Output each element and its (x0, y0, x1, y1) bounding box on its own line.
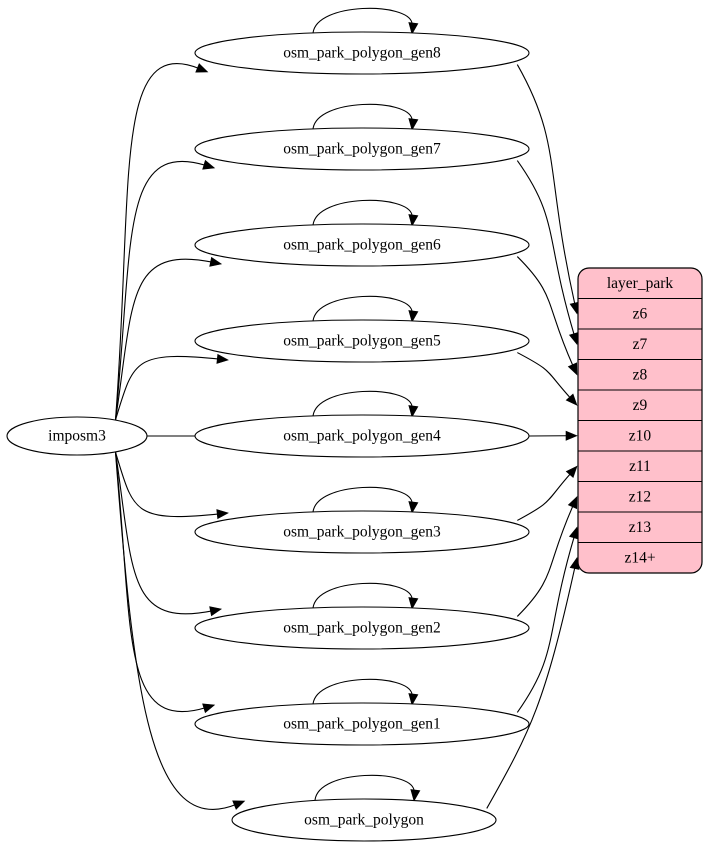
edge-imposm3-to-node (114, 451, 220, 517)
edge-imposm3-to-node (114, 356, 220, 421)
node-label: osm_park_polygon (304, 812, 424, 829)
edge-arrowhead (216, 509, 229, 520)
self-loop-edge (314, 774, 415, 801)
self-loop-edge (312, 295, 413, 322)
node-shape (194, 127, 530, 171)
node-shape (231, 798, 497, 842)
node-shape (194, 319, 530, 363)
node-label: osm_park_polygon_gen8 (283, 45, 441, 62)
layer-park-table: layer_park z6 z7 z8 z9 z10 z11 z12 z13 z14+ (578, 268, 702, 573)
node-label: osm_park_polygon_gen3 (283, 524, 441, 541)
edge-arrowhead (209, 256, 223, 267)
table-layer: layer_park z6 z7 z8 z9 z10 z11 z12 z13 z14+ (577, 267, 703, 574)
edge-arrowhead (216, 353, 229, 364)
table-row-label: z13 (629, 519, 652, 536)
node-osm-park-polygon-gen7[interactable]: osm_park_polygon_gen7 (194, 127, 530, 171)
self-loop-edge (312, 582, 413, 609)
node-label: osm_park_polygon_gen5 (283, 333, 441, 350)
node-shape (194, 702, 530, 746)
edge-arrowhead (202, 159, 216, 170)
node-shape (194, 31, 530, 75)
node-layer: imposm3 osm_park_polygon_gen8 osm_park_pol… (6, 31, 530, 842)
node-label: osm_park_polygon_gen4 (283, 428, 441, 445)
node-label: osm_park_polygon_gen2 (283, 620, 441, 637)
node-shape (194, 223, 530, 267)
node-osm-park-polygon-gen2[interactable]: osm_park_polygon_gen2 (194, 606, 530, 650)
node-shape (194, 510, 530, 554)
node-label: osm_park_polygon_gen7 (283, 141, 441, 158)
edge-imposm3-to-node (114, 452, 213, 615)
edge-node-to-layer-row (516, 505, 574, 617)
node-label: imposm3 (48, 428, 106, 445)
self-loop-arrowhead (410, 789, 421, 802)
edge-arrowhead (568, 331, 579, 345)
self-loop-edge (312, 7, 413, 34)
self-loop-edge (312, 390, 413, 417)
table-row-label: z10 (629, 427, 652, 444)
table-row-z7[interactable] (578, 328, 702, 360)
node-label: osm_park_polygon_gen6 (283, 237, 441, 254)
edge-node-to-layer-row (517, 352, 571, 399)
self-loop-arrowhead (408, 501, 419, 514)
table-row-z13[interactable] (578, 511, 702, 543)
self-loop-arrowhead (408, 310, 419, 323)
node-osm-park-polygon[interactable]: osm_park_polygon (231, 798, 497, 842)
node-shape (194, 414, 530, 458)
node-osm-park-polygon-gen3[interactable]: osm_park_polygon_gen3 (194, 510, 530, 554)
edge-node-to-layer-row (516, 536, 575, 713)
node-label: osm_park_polygon_gen1 (283, 716, 441, 733)
node-osm-park-polygon-gen5[interactable]: osm_park_polygon_gen5 (194, 319, 530, 363)
edge-imposm3-to-node (114, 258, 213, 420)
edge-arrowhead (568, 526, 579, 540)
table-outline (577, 267, 703, 574)
self-loop-arrowhead (408, 214, 419, 227)
self-loop-arrowhead (408, 22, 419, 35)
node-osm-park-polygon-gen1[interactable]: osm_park_polygon_gen1 (194, 702, 530, 746)
edge-arrowhead (567, 496, 578, 510)
self-loop-arrowhead (408, 597, 419, 610)
table-row-z9[interactable] (578, 389, 702, 421)
node-shape (6, 416, 148, 456)
table-row-label: z14+ (624, 549, 655, 566)
edge-node-to-layer-row (516, 160, 575, 335)
table-row-z10[interactable] (578, 420, 702, 452)
edge-arrowhead (565, 393, 578, 406)
edge-node-to-layer-row (486, 567, 576, 809)
node-osm-park-polygon-gen4[interactable]: osm_park_polygon_gen4 (194, 414, 530, 458)
node-osm-park-polygon-gen6[interactable]: osm_park_polygon_gen6 (194, 223, 530, 267)
edge-node-to-layer-row (517, 473, 571, 521)
edge-arrowhead (209, 606, 223, 617)
table-row-z11[interactable] (578, 450, 702, 482)
node-shape (194, 606, 530, 650)
table-row-label: z11 (629, 458, 651, 475)
table-row-label: z12 (629, 488, 651, 505)
edge-arrowhead (232, 800, 246, 810)
edge-arrowhead (567, 362, 578, 376)
edge-node-to-layer-row (516, 256, 574, 366)
table-row-label: z6 (633, 305, 648, 322)
self-loop-arrowhead (408, 118, 419, 131)
table-row-label: z7 (633, 336, 648, 353)
self-loop-arrowhead (408, 405, 419, 418)
edge-arrowhead (195, 63, 209, 73)
edge-arrowhead (565, 430, 578, 441)
node-imposm3[interactable]: imposm3 (6, 416, 148, 456)
table-row-label: z8 (633, 366, 648, 383)
table-row-label: z9 (633, 397, 648, 414)
edge-node-to-layer-row (516, 64, 576, 305)
self-loop-edge (312, 486, 413, 513)
self-loop-edge (312, 199, 413, 226)
edge-arrowhead (565, 465, 578, 479)
table-header-label: layer_park (607, 275, 674, 292)
edge-imposm3-to-node (114, 63, 200, 420)
self-loop-edge (312, 103, 413, 130)
edge-arrowhead (202, 703, 216, 714)
edge-imposm3-to-node (114, 452, 237, 810)
table-row-z14+[interactable] (578, 542, 702, 574)
self-loop-arrowhead (408, 693, 419, 706)
edge-imposm3-to-node (114, 160, 207, 420)
self-loop-edge (312, 678, 413, 705)
node-osm-park-polygon-gen8[interactable]: osm_park_polygon_gen8 (194, 31, 530, 75)
